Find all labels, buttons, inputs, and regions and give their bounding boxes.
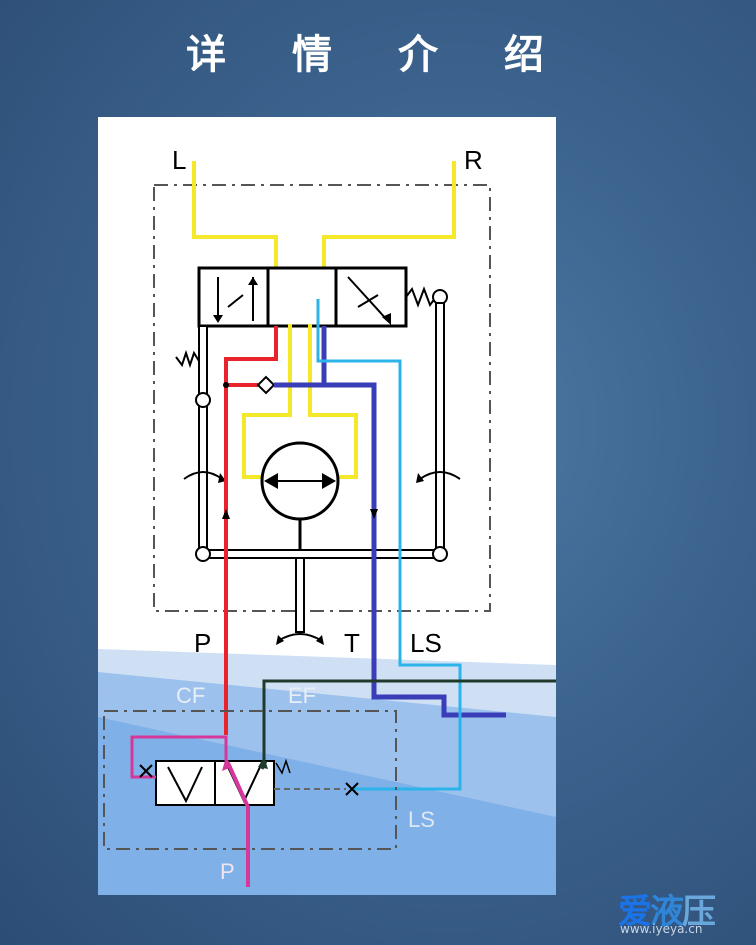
pressure-line-P [224, 326, 278, 735]
hydraulic-diagram-panel: L R P T LS CF EF LS P [98, 117, 556, 895]
watermark-logo: 爱液压 [618, 892, 716, 932]
label-L: L [172, 145, 186, 175]
label-T: T [344, 628, 360, 658]
pump-line-P [226, 762, 250, 887]
page-title: 详 情 介 绍 [186, 32, 570, 78]
label-CF: CF [176, 683, 205, 708]
watermark: 爱液压 www.iyeya.cn [618, 884, 756, 940]
watermark-url: www.iyeya.cn [620, 922, 703, 936]
label-EF: EF [288, 683, 316, 708]
control-valve [197, 266, 408, 328]
label-LS: LS [410, 628, 442, 658]
steering-unit-boundary [153, 184, 491, 612]
line-R [322, 161, 456, 269]
line-L [192, 161, 278, 269]
load-sense-line [316, 299, 462, 791]
hydraulic-schematic: L R P T LS CF EF LS P [98, 145, 556, 895]
tank-line-T [274, 382, 506, 718]
label-LS-lower: LS [408, 807, 435, 832]
label-P: P [194, 628, 211, 658]
ef-line [262, 679, 556, 761]
label-R: R [464, 145, 483, 175]
priority-valve-boundary [103, 710, 397, 850]
label-P-lower: P [220, 859, 235, 884]
